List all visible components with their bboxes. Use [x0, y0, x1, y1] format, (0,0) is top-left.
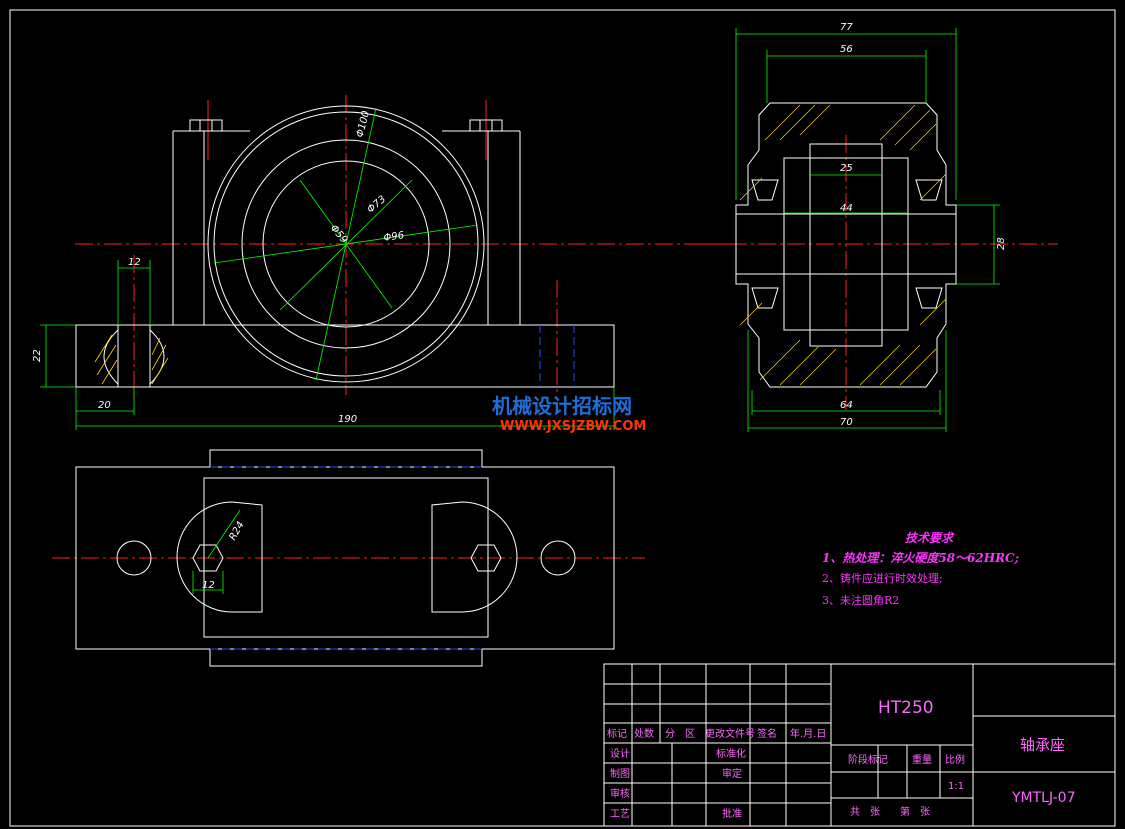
drawing-frame	[9, 9, 1116, 827]
tb-drawing-no: YMTLJ-07	[1011, 790, 1075, 806]
dim-d100: Φ100	[355, 110, 372, 139]
watermark-title: 机械设计招标网	[492, 394, 632, 418]
tb-sheets: 共 张 第 张	[850, 805, 930, 818]
title-block-texts: 标记 处数 分 区 更改文件号 签名 年.月.日 设计 标准化 制图 审定 审核…	[607, 698, 1075, 820]
tb-row-draw: 制图	[610, 767, 630, 780]
front-dimensions	[40, 107, 615, 430]
front-dim-texts: Φ100 Φ73 Φ96 Φ59 12 22 20 190	[32, 110, 405, 425]
watermark: 机械设计招标网 WWW.JXSJZBW.COM	[492, 394, 646, 434]
dim-20: 20	[98, 400, 111, 411]
dim-70: 70	[840, 417, 853, 428]
tech-req-item-2: 2、铸件应进行时效处理;	[822, 571, 943, 585]
tb-weight: 重量	[912, 753, 932, 766]
tb-header-count: 处数	[634, 727, 654, 740]
side-dim-texts: 77 56 25 44 28 64 70	[840, 22, 1007, 428]
tb-row-standardize: 标准化	[716, 747, 746, 760]
tb-header-signature: 签名	[757, 727, 777, 740]
dim-64: 64	[840, 400, 853, 411]
front-section-hatch	[94, 334, 169, 385]
tb-row-review: 审定	[722, 767, 742, 780]
dim-d73: Φ73	[365, 194, 388, 216]
side-hatch	[739, 104, 947, 386]
dim-25: 25	[840, 163, 853, 174]
tb-header-date: 年.月.日	[790, 727, 826, 740]
dim-28: 28	[996, 237, 1007, 250]
side-view	[700, 102, 1058, 410]
tb-stage-mark: 阶段标记	[848, 753, 888, 766]
dim-d96: Φ96	[383, 230, 405, 244]
dim-190: 190	[338, 414, 357, 425]
tech-req-item-1: 1、热处理：淬火硬度58～62HRC;	[822, 551, 1019, 565]
top-view	[52, 449, 645, 667]
title-block	[603, 663, 1116, 827]
dim-12: 12	[128, 257, 141, 268]
tb-ratio: 比例	[945, 753, 965, 766]
tb-row-process: 工艺	[610, 808, 630, 820]
tech-req-item-3: 3、未注圆角R2	[822, 593, 899, 607]
front-view	[75, 95, 735, 400]
side-dimensions	[735, 28, 1000, 432]
tb-header-mark: 标记	[607, 728, 627, 740]
tb-row-check: 审核	[610, 787, 630, 800]
tech-req-title: 技术要求	[905, 531, 955, 545]
dim-77: 77	[840, 22, 853, 33]
tb-material: HT250	[878, 698, 934, 718]
tech-requirements: 技术要求 1、热处理：淬火硬度58～62HRC; 2、铸件应进行时效处理; 3、…	[822, 531, 1019, 607]
dim-22: 22	[32, 349, 43, 362]
tb-part-name: 轴承座	[1020, 736, 1065, 754]
tb-scale: 1:1	[948, 781, 964, 792]
dim-56: 56	[840, 44, 853, 55]
tb-row-approve: 批准	[722, 807, 742, 820]
watermark-url: WWW.JXSJZBW.COM	[500, 419, 646, 434]
dim-44: 44	[840, 203, 853, 214]
dim-12-top: 12	[202, 580, 215, 591]
dim-r24: R24	[227, 520, 246, 543]
top-dimensions	[192, 509, 241, 594]
top-dim-texts: R24 12	[202, 520, 247, 591]
tb-header-change-doc: 更改文件号	[705, 727, 755, 740]
tb-header-zone: 分 区	[665, 728, 695, 740]
tb-row-design: 设计	[610, 747, 630, 760]
